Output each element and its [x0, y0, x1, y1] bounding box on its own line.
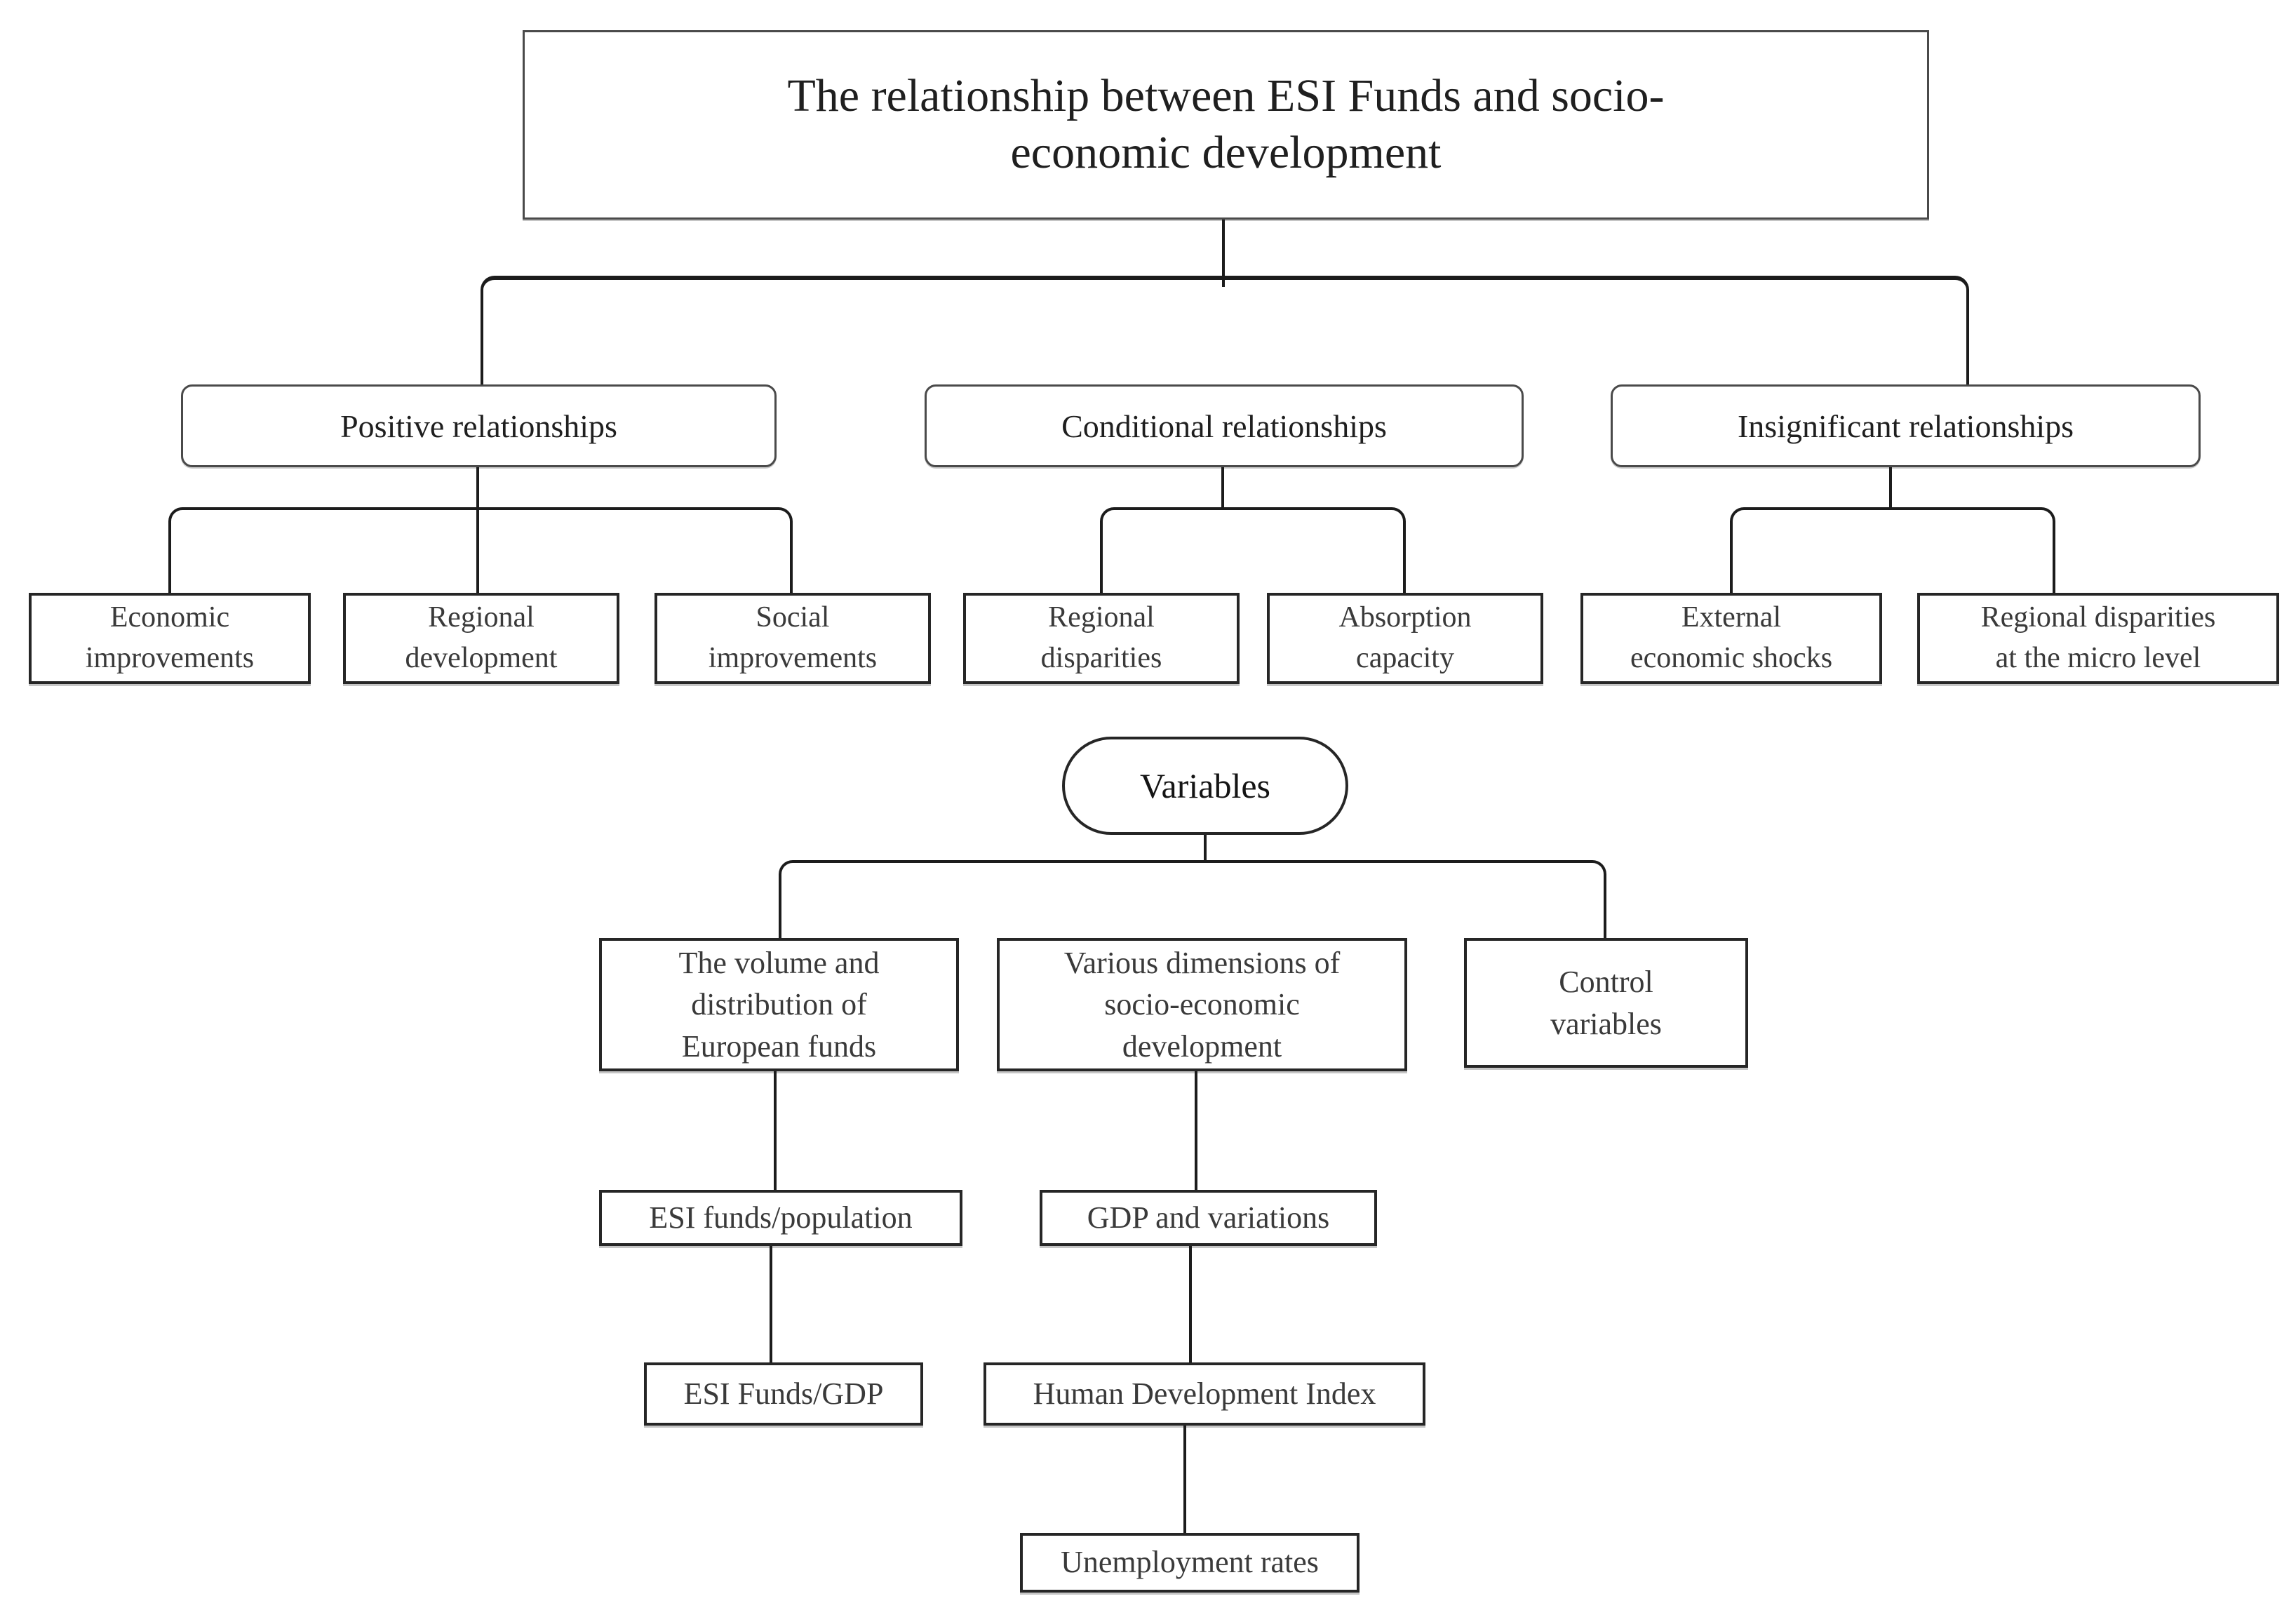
leaf-social-improvements-label: Social improvements: [708, 601, 878, 674]
connector-root-stem-nub: [1222, 276, 1225, 287]
connector-insignificant-bracket: [1730, 507, 2055, 593]
connector-insignificant-stem: [1889, 467, 1892, 509]
connector-variables-bracket: [779, 860, 1606, 938]
connector-esi-population-to-esi-gdp: [770, 1246, 772, 1362]
connector-variables-stem: [1204, 835, 1207, 860]
connector-conditional-bracket: [1100, 507, 1406, 593]
node-unemployment-rates: Unemployment rates: [1020, 1533, 1360, 1593]
leaf-external-economic-shocks: External economic shocks: [1580, 593, 1882, 684]
node-volume-distribution-european-funds: The volume and distribution of European …: [599, 938, 959, 1071]
leaf-absorption-capacity: Absorption capacity: [1267, 593, 1543, 684]
node-unemployment-rates-label: Unemployment rates: [1061, 1545, 1319, 1580]
connector-volume-to-esi-population: [774, 1071, 777, 1190]
node-volume-distribution-european-funds-label: The volume and distribution of European …: [678, 945, 880, 1064]
root-title-box: The relationship between ESI Funds and s…: [523, 30, 1929, 220]
connector-main-bracket: [481, 276, 1969, 384]
leaf-regional-disparities-micro-level-label: Regional disparities at the micro level: [1980, 601, 2216, 674]
node-conditional-relationships-label: Conditional relationships: [1061, 408, 1387, 444]
connector-dimensions-to-gdp: [1195, 1071, 1197, 1190]
leaf-regional-disparities: Regional disparities: [963, 593, 1240, 684]
node-esi-funds-gdp-label: ESI Funds/GDP: [683, 1376, 884, 1411]
node-dimensions-socio-economic-development-label: Various dimensions of socio-economic dev…: [1063, 945, 1341, 1064]
leaf-regional-development: Regional development: [343, 593, 619, 684]
connector-gdp-to-hdi: [1189, 1246, 1192, 1362]
node-gdp-and-variations-label: GDP and variations: [1087, 1200, 1330, 1235]
leaf-regional-disparities-label: Regional disparities: [1040, 601, 1162, 674]
node-dimensions-socio-economic-development: Various dimensions of socio-economic dev…: [997, 938, 1407, 1071]
connector-conditional-stem: [1221, 467, 1224, 509]
connector-positive-stem: [476, 467, 479, 593]
leaf-economic-improvements-label: Economic improvements: [85, 601, 255, 674]
connector-hdi-to-unemployment: [1183, 1426, 1186, 1533]
leaf-economic-improvements: Economic improvements: [29, 593, 311, 684]
node-esi-funds-gdp: ESI Funds/GDP: [644, 1362, 923, 1426]
node-insignificant-relationships: Insignificant relationships: [1611, 384, 2201, 467]
node-control-variables-label: Control variables: [1550, 965, 1662, 1041]
node-variables-label: Variables: [1139, 766, 1271, 805]
node-positive-relationships-label: Positive relationships: [340, 408, 617, 444]
node-positive-relationships: Positive relationships: [181, 384, 777, 467]
node-variables: Variables: [1062, 737, 1348, 835]
leaf-external-economic-shocks-label: External economic shocks: [1630, 601, 1833, 674]
node-human-development-index: Human Development Index: [983, 1362, 1425, 1426]
leaf-social-improvements: Social improvements: [654, 593, 931, 684]
node-esi-funds-population-label: ESI funds/population: [649, 1200, 913, 1235]
leaf-regional-disparities-micro-level: Regional disparities at the micro level: [1917, 593, 2279, 684]
node-control-variables: Control variables: [1464, 938, 1748, 1068]
leaf-absorption-capacity-label: Absorption capacity: [1338, 601, 1472, 674]
node-esi-funds-population: ESI funds/population: [599, 1190, 962, 1246]
node-conditional-relationships: Conditional relationships: [925, 384, 1524, 467]
node-insignificant-relationships-label: Insignificant relationships: [1737, 408, 2074, 444]
connector-root-stem: [1222, 220, 1225, 276]
connector-positive-bracket: [168, 507, 793, 593]
node-human-development-index-label: Human Development Index: [1033, 1376, 1376, 1411]
root-title-label: The relationship between ESI Funds and s…: [787, 70, 1665, 178]
node-gdp-and-variations: GDP and variations: [1040, 1190, 1377, 1246]
leaf-regional-development-label: Regional development: [405, 601, 558, 674]
